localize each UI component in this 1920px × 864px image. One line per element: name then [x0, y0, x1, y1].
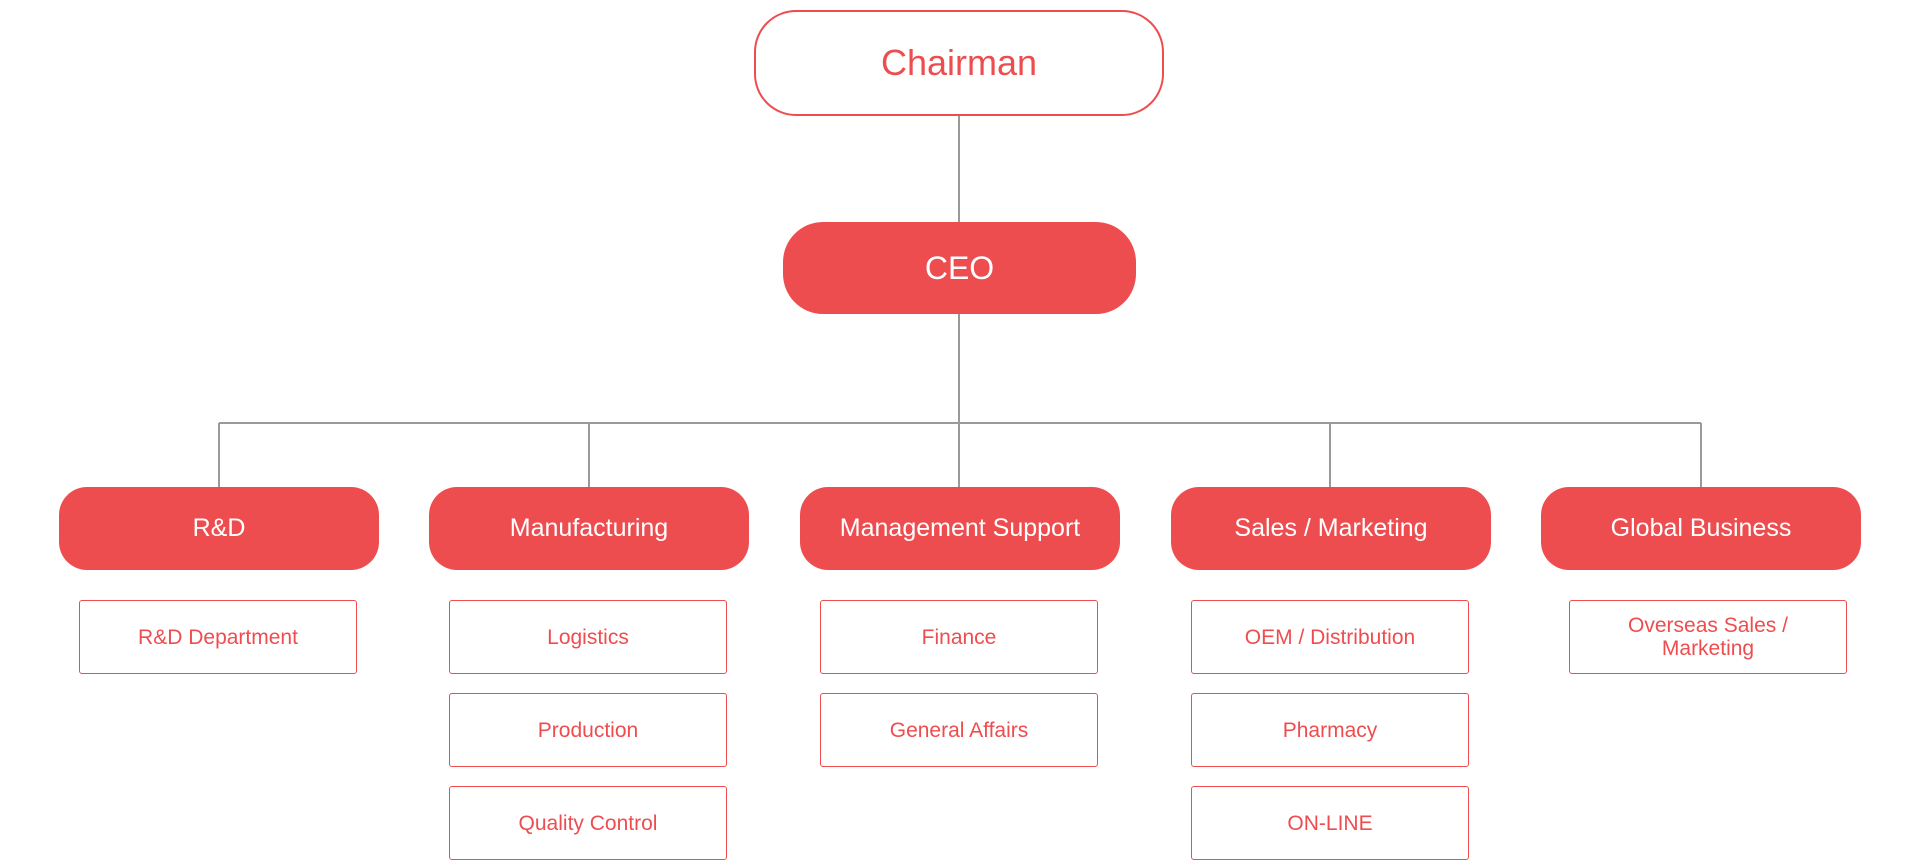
unit-production: Production: [449, 693, 727, 767]
unit-on-line: ON-LINE: [1191, 786, 1469, 860]
unit-overseas-sales-marketing: Overseas Sales / Marketing: [1569, 600, 1847, 674]
unit-label: ON-LINE: [1287, 811, 1373, 835]
unit-rnd-department: R&D Department: [79, 600, 357, 674]
unit-quality-control: Quality Control: [449, 786, 727, 860]
dept-global-business-label: Global Business: [1610, 514, 1792, 542]
ceo-label: CEO: [924, 249, 995, 286]
unit-label: Overseas Sales / Marketing: [1628, 614, 1788, 660]
unit-logistics: Logistics: [449, 600, 727, 674]
unit-label: R&D Department: [138, 625, 298, 649]
unit-label: Quality Control: [518, 811, 658, 835]
unit-label: Pharmacy: [1282, 718, 1378, 742]
unit-label: General Affairs: [889, 718, 1029, 742]
dept-manufacturing-label: Manufacturing: [509, 514, 669, 542]
unit-label: OEM / Distribution: [1244, 625, 1416, 649]
dept-management-support: Management Support: [800, 487, 1120, 570]
dept-global-business: Global Business: [1541, 487, 1861, 570]
dept-sales-marketing-label: Sales / Marketing: [1234, 514, 1428, 542]
unit-label: Logistics: [547, 625, 629, 649]
unit-label: Finance: [921, 625, 997, 649]
chairman-node: Chairman: [754, 10, 1164, 116]
ceo-node: CEO: [783, 222, 1136, 314]
unit-label: Production: [537, 718, 639, 742]
dept-rnd: R&D: [59, 487, 379, 570]
dept-rnd-label: R&D: [192, 514, 246, 542]
unit-pharmacy: Pharmacy: [1191, 693, 1469, 767]
unit-general-affairs: General Affairs: [820, 693, 1098, 767]
unit-finance: Finance: [820, 600, 1098, 674]
dept-management-support-label: Management Support: [839, 514, 1081, 542]
dept-manufacturing: Manufacturing: [429, 487, 749, 570]
unit-oem-distribution: OEM / Distribution: [1191, 600, 1469, 674]
chairman-label: Chairman: [880, 42, 1038, 83]
dept-sales-marketing: Sales / Marketing: [1171, 487, 1491, 570]
